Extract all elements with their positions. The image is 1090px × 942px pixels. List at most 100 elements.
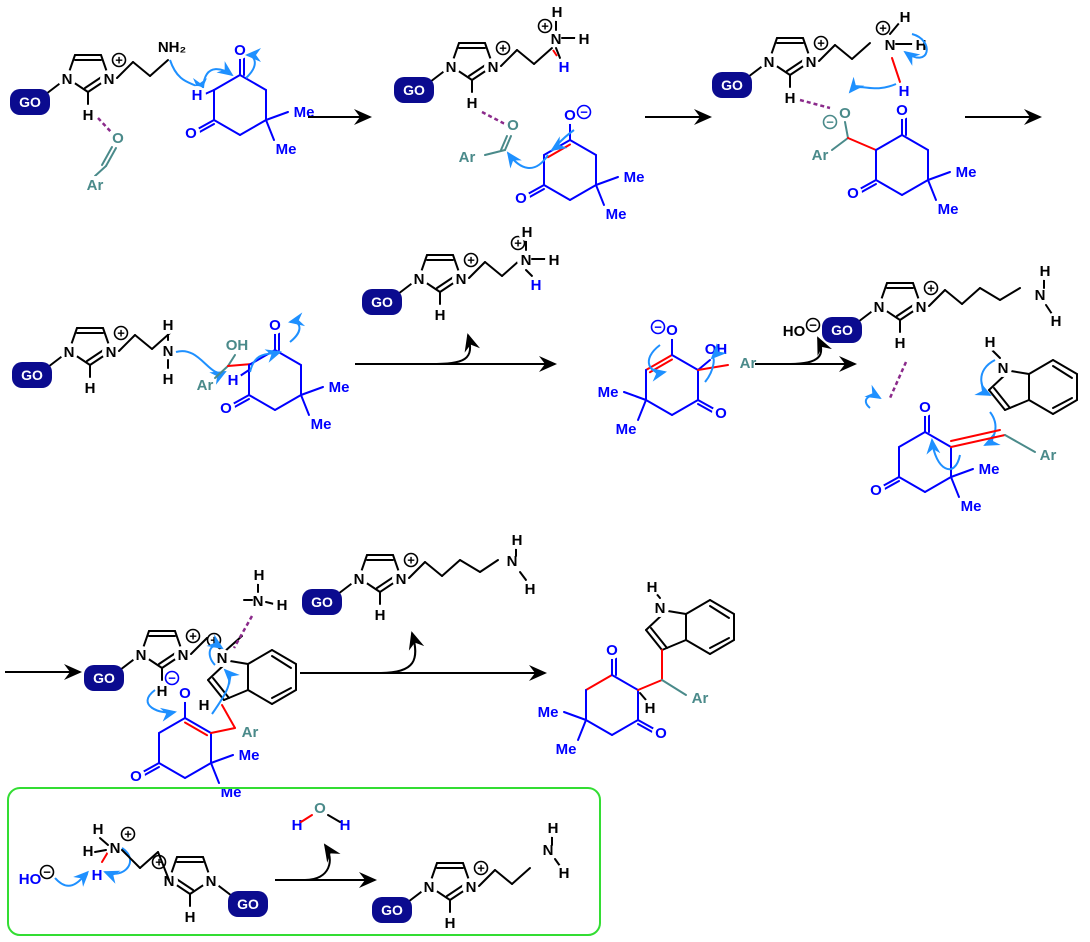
- bond: [661, 639, 687, 651]
- positive-charge-icon: [510, 235, 526, 251]
- imidazolium-n1: N: [424, 879, 435, 896]
- atom-background: [643, 578, 661, 596]
- imidazolium-n3: N: [916, 299, 927, 316]
- methyl-label: Me: [616, 421, 637, 438]
- bond: [300, 394, 310, 416]
- atom-background: [132, 646, 150, 664]
- bond: [265, 601, 275, 605]
- methyl-label: Me: [624, 169, 645, 186]
- bond: [611, 674, 639, 691]
- forming-bond: [552, 49, 558, 57]
- atom-background: [420, 878, 438, 896]
- go-label: GO: [381, 902, 403, 918]
- amine-n: N: [1035, 287, 1046, 304]
- imidazolium-n3: N: [106, 344, 117, 361]
- bond: [831, 137, 849, 151]
- atom-background: [58, 70, 76, 88]
- negative-charge-icon: [39, 864, 55, 880]
- bond: [623, 391, 647, 401]
- amine-h: H: [1051, 313, 1062, 330]
- charge-sign: −: [809, 318, 817, 333]
- atom-background: [431, 306, 449, 324]
- bond: [519, 571, 527, 581]
- charge-sign: +: [514, 236, 522, 251]
- atom-background: [21, 870, 39, 888]
- imidazolium-n3: N: [164, 873, 175, 890]
- bond: [468, 261, 486, 279]
- bond: [213, 119, 241, 136]
- atom-background: [484, 58, 502, 76]
- bond: [223, 635, 243, 653]
- methyl-label: Me: [956, 164, 977, 181]
- bond: [229, 660, 249, 665]
- bond: [184, 717, 212, 734]
- hydroxyl-label: OH: [226, 337, 249, 354]
- atom-background: [106, 839, 124, 857]
- imidazolium-n3: N: [104, 71, 115, 88]
- hydrogen-bond-dashed: [888, 361, 908, 399]
- bond: [857, 179, 877, 191]
- bond: [927, 179, 937, 201]
- positive-charge-icon: [875, 20, 891, 36]
- bond: [101, 851, 109, 863]
- bond: [671, 354, 699, 371]
- charge-sign: +: [477, 861, 485, 876]
- atom-background: [712, 404, 730, 422]
- aryl-label: Ar: [197, 377, 214, 394]
- negative-charge-icon: [650, 319, 666, 335]
- bond: [595, 184, 605, 206]
- atom-background: [517, 251, 535, 269]
- go-label: GO: [311, 594, 333, 610]
- atom-background: [512, 189, 530, 207]
- positive-charge-icon: [473, 860, 489, 876]
- atom-background: [607, 205, 625, 223]
- bond: [901, 134, 929, 151]
- bond: [595, 176, 619, 186]
- bond: [504, 135, 512, 151]
- bond: [950, 429, 1001, 442]
- atom-background: [159, 316, 177, 334]
- graphene-oxide-badge: [712, 72, 752, 98]
- c2-hydrogen: H: [445, 915, 456, 932]
- curly-electron-arrow: [103, 847, 132, 884]
- atom-background: [463, 94, 481, 112]
- atom-background: [896, 8, 914, 26]
- bond: [999, 287, 1021, 301]
- alpha-hydrogen: H: [228, 372, 239, 389]
- bond: [132, 61, 151, 77]
- bond: [685, 599, 711, 615]
- bond: [639, 692, 647, 701]
- carbonyl-oxygen: O: [515, 190, 527, 207]
- atom-background: [228, 336, 246, 354]
- bond: [271, 689, 297, 705]
- aldehyde-oxygen: O: [507, 117, 519, 134]
- atom-background: [1031, 286, 1049, 304]
- imidazolium-n1: N: [136, 647, 147, 664]
- methine-hydrogen: H: [645, 700, 656, 717]
- curly-electron-arrow: [704, 343, 727, 383]
- hydroxide-label: HO: [783, 323, 806, 340]
- bond: [459, 559, 481, 573]
- curly-electron-arrow: [864, 384, 882, 409]
- bond: [139, 851, 159, 869]
- double-bond-line: [101, 146, 113, 166]
- charge-sign: +: [124, 827, 132, 842]
- atom-background: [527, 276, 545, 294]
- atom-background: [181, 908, 199, 926]
- bond: [1004, 434, 1036, 453]
- atom-background: [188, 86, 206, 104]
- go-label: GO: [237, 896, 259, 912]
- ammonium-h-transferred: H: [92, 867, 103, 884]
- imidazolium-n3: N: [806, 54, 817, 71]
- negative-charge-icon: [822, 114, 838, 130]
- atom-background: [844, 184, 862, 202]
- c2-hydrogen: H: [895, 335, 906, 352]
- methyl-label: Me: [294, 104, 315, 121]
- bond: [637, 399, 647, 421]
- bond: [516, 49, 535, 65]
- atom-background: [202, 872, 220, 890]
- atom-background: [663, 321, 681, 339]
- methyl-label: Me: [938, 201, 959, 218]
- bond: [239, 74, 267, 91]
- hydrogen-bond-dashed: [97, 117, 113, 134]
